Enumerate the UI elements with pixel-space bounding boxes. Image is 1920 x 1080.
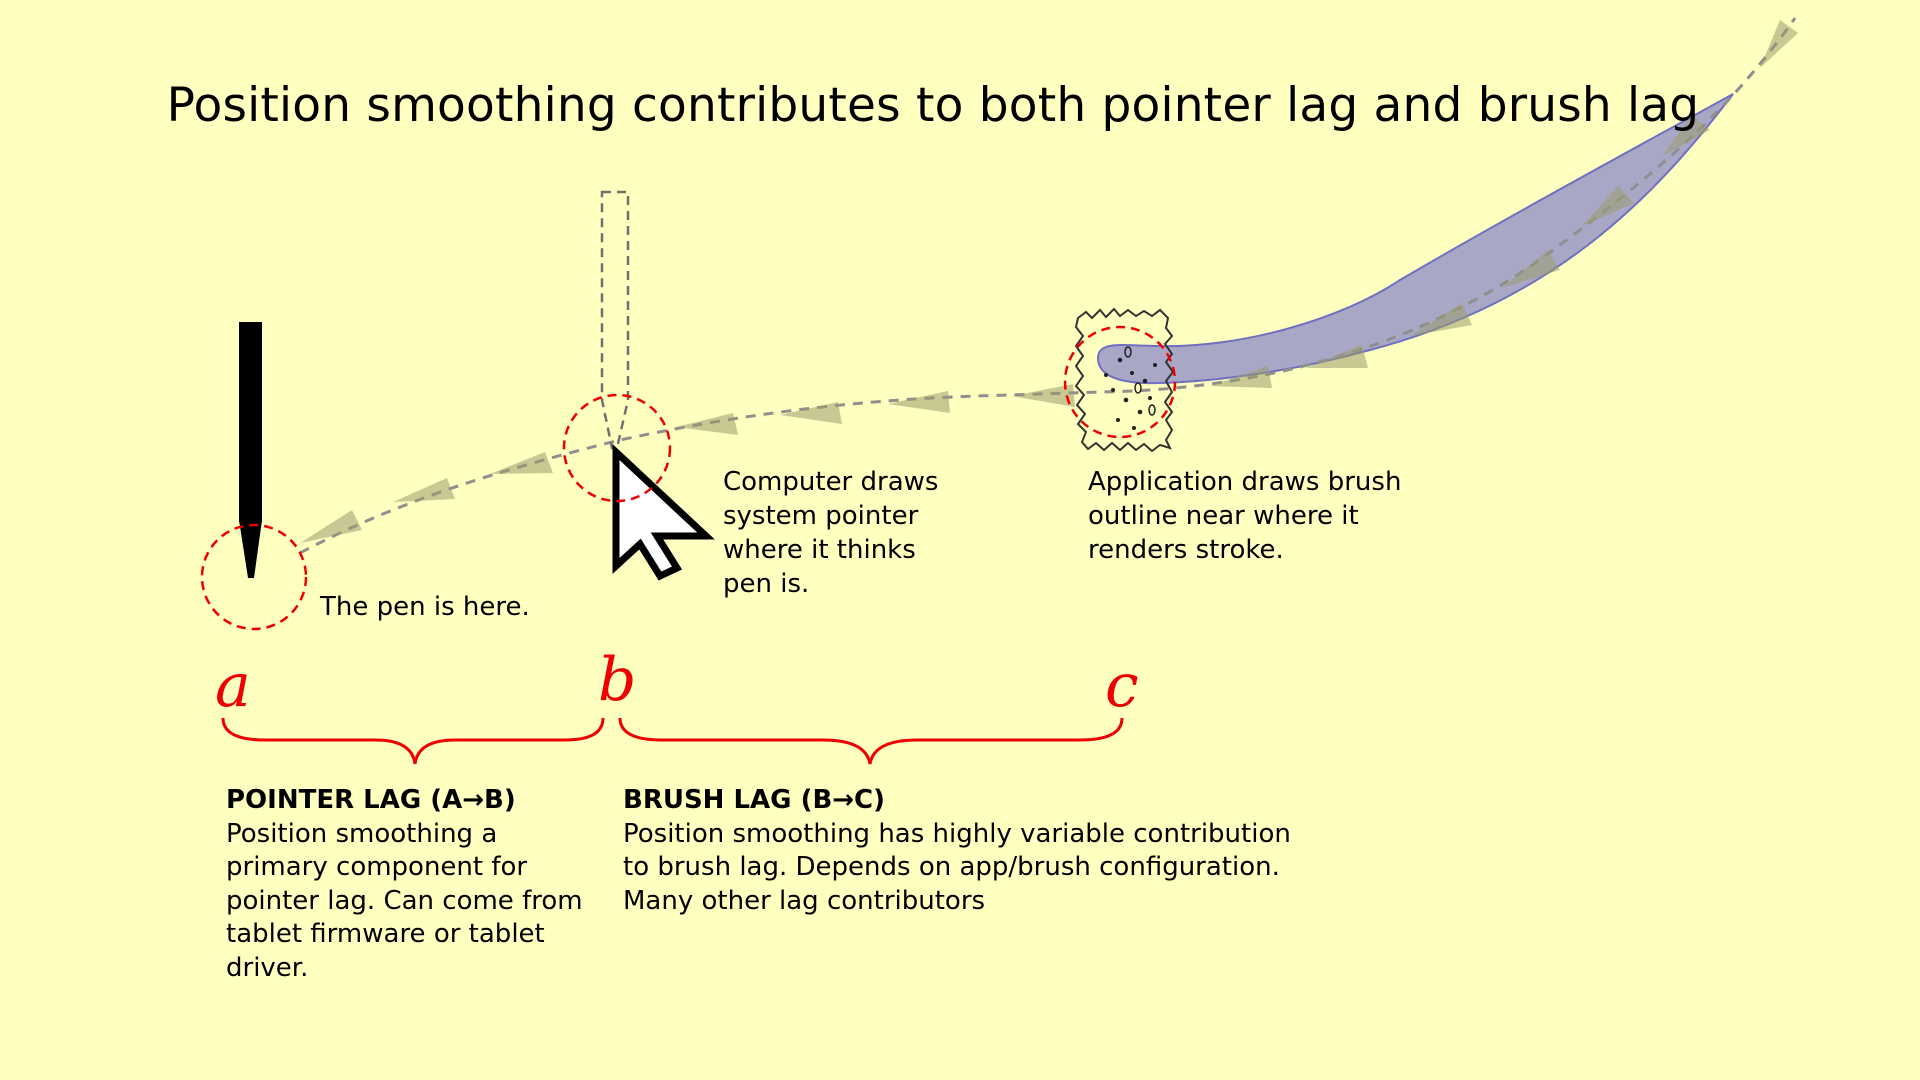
path-arrow-4 — [676, 413, 738, 435]
path-arrow-3 — [490, 452, 553, 474]
pen-location-caption: The pen is here. — [320, 592, 530, 622]
ghost-pen-outline — [600, 190, 630, 450]
brush-lag-brace — [618, 717, 1124, 765]
path-arrow-14 — [1760, 20, 1798, 68]
pointer-lag-brace — [221, 717, 605, 765]
pen-location-marker — [200, 523, 308, 631]
path-arrow-10 — [1410, 303, 1472, 336]
brush-outline-icon — [1074, 307, 1175, 453]
pointer-location-caption: Computer draws system pointer where it t… — [723, 467, 939, 599]
brush-location-marker — [1063, 325, 1177, 439]
point-a-label: a — [215, 651, 251, 721]
smoothed-path — [299, 17, 1797, 555]
path-arrow-12 — [1582, 186, 1634, 226]
point-b-label: b — [598, 645, 637, 715]
system-pointer-icon — [612, 443, 715, 581]
rendered-brush-stroke — [1096, 93, 1734, 385]
path-arrow-9 — [1306, 345, 1368, 368]
path-arrow-1 — [300, 510, 362, 543]
path-arrow-13 — [1662, 115, 1710, 156]
brush-lag-body: Position smoothing has highly variable c… — [623, 818, 1291, 916]
path-arrow-6 — [888, 391, 950, 413]
pointer-location-marker — [562, 393, 672, 503]
path-arrow-8 — [1210, 366, 1272, 388]
point-c-label: c — [1105, 651, 1139, 721]
brush-lag-description: BRUSH LAG (B→C) Position smoothing has h… — [623, 784, 1303, 918]
path-arrow-7 — [1012, 384, 1075, 407]
path-arrow-heads — [300, 20, 1798, 543]
path-arrow-2 — [393, 478, 455, 502]
pointer-lag-description: POINTER LAG (A→B) Position smoothing a p… — [226, 784, 596, 985]
brush-lag-heading: BRUSH LAG (B→C) — [623, 785, 886, 815]
path-arrow-5 — [780, 402, 842, 424]
pen-icon — [239, 322, 262, 578]
page-title: Position smoothing contributes to both p… — [166, 78, 1700, 133]
path-arrow-11 — [1502, 250, 1560, 288]
brush-location-caption: Application draws brush outline near whe… — [1088, 467, 1402, 565]
pointer-lag-heading: POINTER LAG (A→B) — [226, 785, 516, 815]
pointer-lag-body: Position smoothing a primary component f… — [226, 818, 583, 983]
